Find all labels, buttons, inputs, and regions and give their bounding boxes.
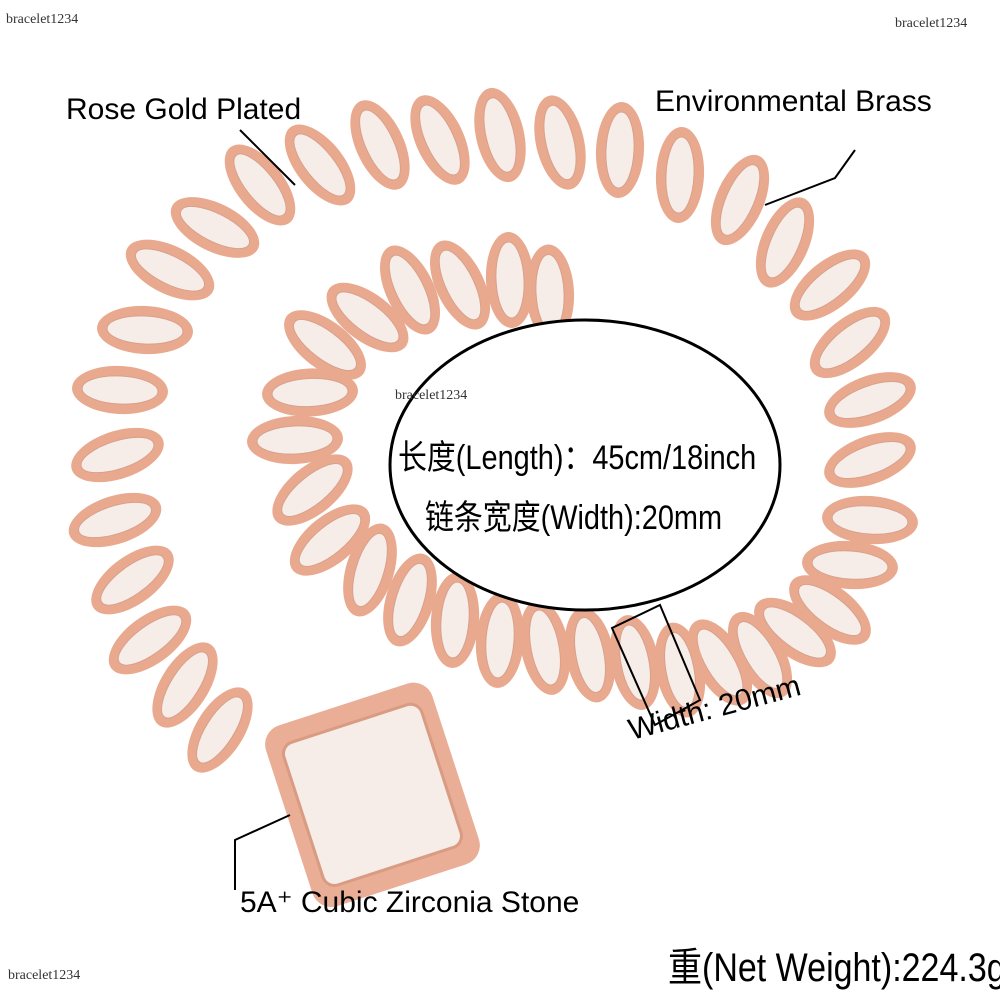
link-stones — [196, 696, 244, 764]
spec-width: 链条宽度(Width):20mm — [425, 499, 723, 537]
link-stones — [179, 205, 251, 250]
link-stones — [665, 136, 695, 214]
link-stones — [485, 601, 515, 679]
link-stones — [833, 381, 907, 419]
link-stones — [438, 249, 482, 321]
link-stones — [80, 436, 155, 474]
chain-links — [68, 87, 918, 773]
link-stones — [352, 532, 388, 608]
link-stones — [271, 377, 349, 408]
link-stones — [81, 375, 159, 405]
link-stones — [543, 104, 577, 181]
link-stones — [134, 248, 206, 292]
link-stones — [495, 241, 525, 319]
link-stones — [831, 505, 909, 535]
link-stones — [798, 258, 862, 312]
link-stones — [117, 614, 183, 666]
spec-length: 长度(Length)：45cm/18inch — [398, 439, 757, 477]
label-weight: 重(Net Weight):224.3g — [668, 946, 1000, 990]
link-stones — [78, 501, 152, 539]
link-stones — [335, 291, 400, 344]
watermark: bracelet1234 — [395, 388, 468, 403]
link-stones — [281, 463, 344, 517]
link-stones — [233, 153, 287, 217]
link-stones — [161, 651, 209, 719]
clasp — [265, 682, 480, 908]
link-stones — [529, 609, 561, 686]
link-stones — [764, 206, 806, 279]
link-stones — [440, 581, 470, 659]
link-stones — [574, 617, 606, 693]
leader-lines — [234, 129, 856, 890]
link-stones — [736, 621, 784, 689]
link-stones — [719, 164, 761, 236]
link-stones — [293, 319, 357, 371]
label-material: Rose Gold Plated — [66, 93, 302, 126]
link-stones — [298, 513, 362, 567]
link-stones — [798, 583, 862, 637]
link-stones — [619, 624, 651, 701]
link-stones — [833, 441, 907, 479]
link-stones — [388, 254, 432, 326]
link-stones — [483, 97, 517, 173]
watermark: bracelet1234 — [895, 16, 968, 31]
link-stones — [293, 133, 347, 197]
link-stones — [818, 315, 882, 370]
link-stones — [605, 111, 635, 189]
link-stones — [392, 562, 428, 638]
link-stones — [106, 315, 184, 345]
label-base: Environmental Brass — [655, 85, 932, 118]
link-stones — [696, 628, 744, 697]
link-stones — [811, 550, 889, 580]
link-stones — [256, 425, 334, 455]
label-stone: 5A⁺ Cubic Zirconia Stone — [240, 886, 580, 919]
link-stones — [419, 104, 461, 176]
watermark: bracelet1234 — [8, 968, 81, 983]
link-stones — [763, 606, 827, 659]
spec-ellipse — [388, 318, 782, 612]
watermark: bracelet1234 — [6, 12, 79, 27]
link-stones — [100, 554, 165, 606]
link-stones — [359, 109, 401, 181]
